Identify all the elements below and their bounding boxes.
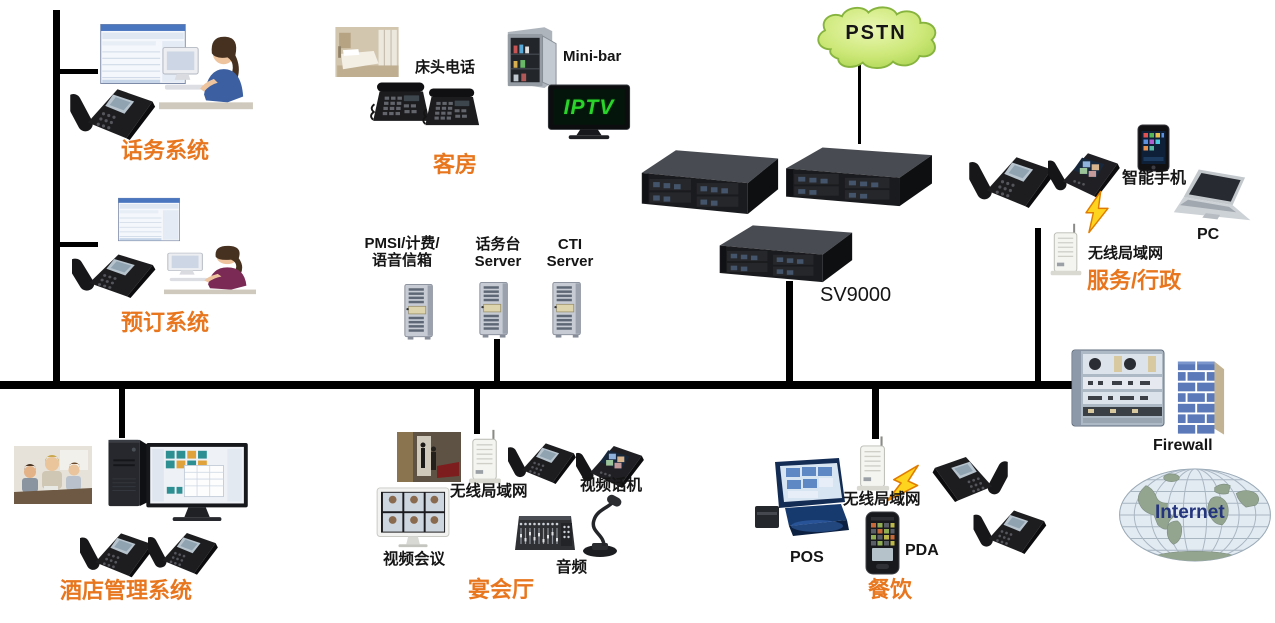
desk-phone-icon — [70, 70, 158, 140]
operator-branch-line — [60, 69, 98, 74]
desk-phone-icon — [968, 494, 1054, 554]
service-admin-label: 服务/行政 — [1087, 268, 1182, 293]
service-admin-link-line — [1035, 228, 1041, 381]
desk-phone-icon — [148, 516, 220, 576]
console-server-link-line — [494, 339, 500, 381]
bedside-phone-icon — [420, 86, 482, 130]
edge-router-icon — [1070, 344, 1170, 432]
cti-server-label: CTI Server — [546, 236, 594, 270]
pstn-link-line — [858, 64, 861, 144]
minibar-label: Mini-bar — [563, 48, 622, 65]
firewall-icon — [1176, 356, 1226, 442]
service-wlan-label: 无线局域网 — [1088, 245, 1164, 262]
guest-room-photo — [335, 27, 399, 77]
banquet-wlan-label: 无线局域网 — [450, 483, 528, 500]
left-trunk-line — [53, 10, 60, 381]
firewall-label: Firewall — [1153, 437, 1213, 454]
wireless-ap-icon — [1046, 222, 1086, 278]
console-server-icon — [477, 280, 515, 340]
hotel-mgmt-link-line — [119, 389, 125, 438]
hotel-management-label: 酒店管理系统 — [60, 578, 193, 603]
reservation-software-screenshot — [118, 197, 180, 242]
cti-server-icon — [550, 280, 588, 340]
guest-room-label: 客房 — [432, 152, 477, 177]
meeting-photo — [14, 446, 92, 504]
video-phone-label: 视频话机 — [580, 477, 643, 494]
dining-wlan-label: 无线局域网 — [843, 491, 921, 508]
pms-monitor-icon — [144, 442, 254, 522]
sv9000-label: SV9000 — [820, 284, 892, 306]
desk-phone-icon — [928, 440, 1010, 502]
pmsi-server-label: PMSI/计费/ 语音信箱 — [364, 235, 440, 269]
reservation-system-label: 预订系统 — [120, 310, 209, 335]
bedside-phone-label: 床头电话 — [415, 59, 476, 76]
console-server-label: 话务台 Server — [474, 236, 522, 270]
sv9000-link-line — [786, 281, 793, 381]
video-conference-label: 视频会议 — [383, 551, 446, 568]
pos-label: POS — [790, 549, 824, 566]
backbone-bus-line — [0, 381, 1078, 389]
wireless-ap-icon — [466, 428, 504, 486]
internet-label: Internet — [1155, 502, 1225, 523]
audio-mixer-icon — [512, 508, 578, 558]
lobby-photo — [397, 432, 461, 482]
desk-phone-icon — [968, 138, 1058, 208]
pos-terminal-icon — [753, 456, 853, 548]
pc-label: PC — [1197, 226, 1220, 243]
desk-phone-icon — [80, 516, 156, 578]
pstn-label: PSTN — [845, 22, 907, 44]
smartphone-icon — [1137, 124, 1170, 172]
audio-label: 音频 — [556, 559, 588, 576]
pmsi-server-icon — [402, 282, 440, 342]
pda-icon — [864, 510, 901, 576]
laptop-pc-icon — [1172, 166, 1254, 230]
dining-label: 餐饮 — [868, 577, 913, 602]
banquet-link-line — [474, 389, 480, 434]
operator-agent-image — [158, 28, 254, 118]
pbx-chassis-icon — [638, 142, 780, 216]
sv9000-chassis-icon — [716, 218, 854, 284]
pbx-chassis-icon — [782, 140, 934, 208]
desk-phone-icon — [505, 428, 581, 484]
video-conference-icon — [374, 486, 454, 552]
reservation-agent-image — [164, 240, 256, 300]
wireless-signal-icon — [1082, 190, 1112, 234]
smartphone-label: 智能手机 — [1122, 170, 1187, 187]
pda-label: PDA — [905, 542, 939, 559]
reservation-branch-line — [60, 242, 98, 247]
banquet-hall-label: 宴会厅 — [468, 577, 535, 602]
gooseneck-mic-icon — [574, 494, 624, 558]
dining-link-line — [872, 389, 879, 439]
operator-system-label: 话务系统 — [120, 138, 209, 163]
iptv-label: IPTV — [563, 96, 615, 119]
desk-phone-icon — [72, 238, 158, 298]
